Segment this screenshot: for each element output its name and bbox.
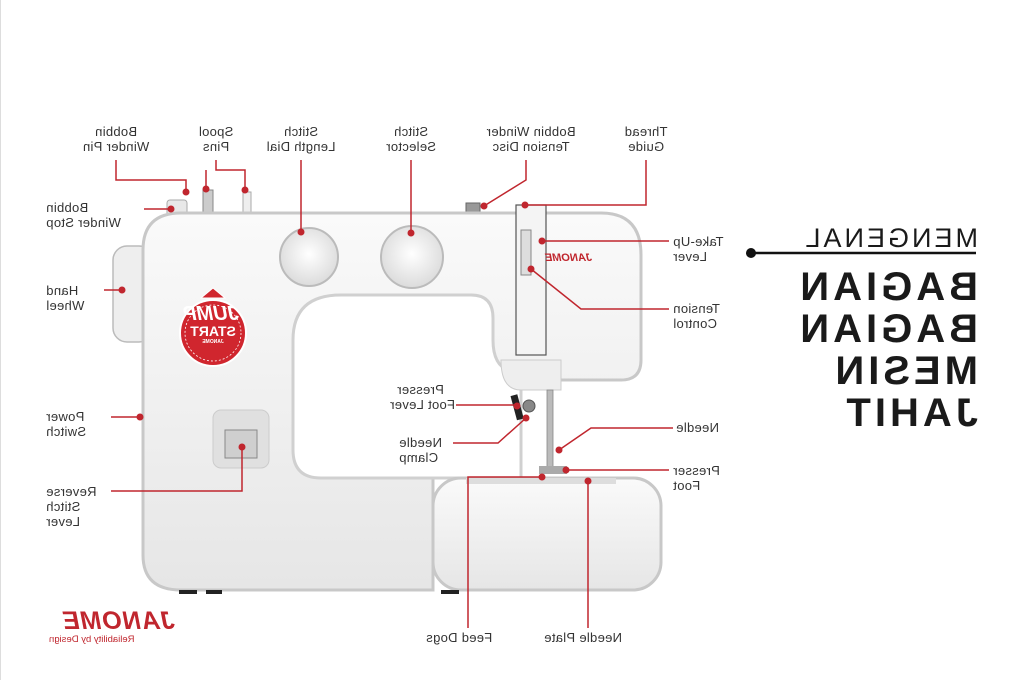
machine-logo-text: JANOME xyxy=(545,252,593,264)
label-text: Foot xyxy=(673,478,701,493)
badge-text: JUMP START JANOME xyxy=(183,303,239,346)
label-feed-dogs: Feed Dogs xyxy=(426,630,510,645)
label-text: Bobbin xyxy=(46,200,89,215)
label-text: Foot Lever xyxy=(389,397,455,412)
label-text: Selector xyxy=(385,139,437,154)
label-text: Guide xyxy=(627,139,665,154)
badge-line2: START xyxy=(190,323,236,339)
label-text: Stitch xyxy=(393,124,429,139)
label-text: Switch xyxy=(46,424,87,439)
stitch-length-dial xyxy=(279,227,339,287)
label-text: Bobbin Winder xyxy=(486,124,576,139)
label-text: Thread xyxy=(624,124,668,139)
label-text: Needle Plate xyxy=(544,630,623,645)
label-text: Winder Pin xyxy=(82,139,150,154)
janome-logo: JANOME Reliability by Design xyxy=(45,607,175,646)
title-line-2: BAGIAN xyxy=(796,265,978,309)
label-text: Feed Dogs xyxy=(426,630,493,645)
jump-start-badge xyxy=(179,299,247,367)
label-text: Wheel xyxy=(46,298,85,313)
leader-dots xyxy=(118,185,592,485)
title-line-3: BAGIAN xyxy=(796,307,978,351)
label-text: Clamp xyxy=(399,450,439,465)
label-text: Presser xyxy=(397,382,444,397)
label-text: Lever xyxy=(46,514,81,529)
page-title: BAGIAN BAGIAN MESIN JAHIT xyxy=(691,265,978,435)
title-line-4: MESIN JAHIT xyxy=(831,349,978,435)
label-text: Stitch xyxy=(46,499,81,514)
badge-line1: JUMP xyxy=(183,303,239,325)
title-intro: MENGENAL xyxy=(802,223,978,253)
label-text: Power xyxy=(46,409,85,424)
label-text: Lever xyxy=(673,249,708,264)
label-text: Reverse xyxy=(46,484,97,499)
label-text: Spool xyxy=(198,124,234,139)
label-text: Pins xyxy=(202,139,230,154)
title-line-1: MENGENAL xyxy=(802,223,978,253)
stitch-selector-dial xyxy=(380,225,444,289)
label-text: Stitch xyxy=(283,124,319,139)
label-text: Bobbin xyxy=(94,124,138,139)
label-text: Take-Up xyxy=(673,234,724,249)
badge-line3: JANOME xyxy=(202,339,224,345)
machine-logo: JANOME xyxy=(545,252,592,264)
label-text: Needle xyxy=(399,435,442,450)
label-needle-plate: Needle Plate xyxy=(544,630,642,645)
leader-lines xyxy=(104,160,673,628)
label-text: Hand xyxy=(46,283,79,298)
label-text: Length Dial xyxy=(266,139,336,154)
logo-tagline: Reliability by Design xyxy=(49,634,135,645)
label-text: Presser xyxy=(673,463,720,478)
machine-bed xyxy=(431,476,663,592)
label-text: Winder Stop xyxy=(46,215,121,230)
logo-brand: JANOME xyxy=(62,607,175,635)
label-text: Tension Disc xyxy=(492,139,570,154)
title-bullet xyxy=(746,248,756,258)
